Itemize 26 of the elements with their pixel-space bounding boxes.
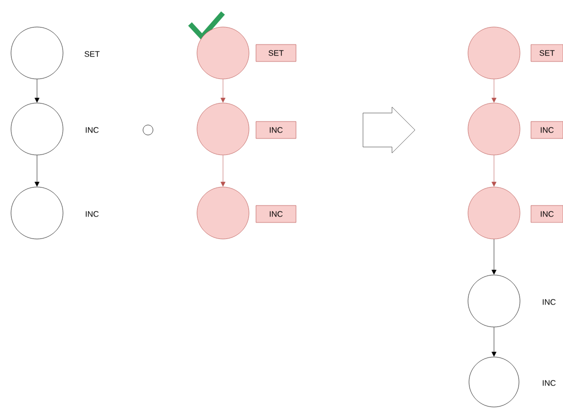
arrow	[34, 79, 40, 103]
state-circle	[196, 186, 250, 240]
label-box: INC	[530, 121, 563, 139]
state-circle	[196, 102, 250, 156]
arrow	[220, 155, 226, 187]
arrow	[492, 155, 496, 187]
node-label: INC	[542, 380, 556, 386]
node-label: INC	[86, 127, 99, 133]
label-box: SET	[530, 44, 563, 62]
arrow	[220, 79, 226, 103]
node-label: INC	[86, 211, 99, 217]
state-circle	[468, 26, 520, 80]
arrow	[492, 239, 496, 275]
label-box: SET	[256, 44, 296, 62]
label-box: INC	[530, 205, 563, 223]
state-circle	[468, 102, 520, 156]
arrow	[34, 155, 40, 187]
label-box: INC	[256, 205, 296, 223]
arrow	[492, 79, 496, 103]
node-label: SET	[84, 51, 100, 57]
node-label: INC	[542, 299, 556, 305]
arrow	[492, 327, 496, 357]
state-circle	[196, 26, 250, 80]
label-box: INC	[256, 121, 296, 139]
small-circle	[142, 124, 154, 136]
state-circle	[468, 186, 520, 240]
